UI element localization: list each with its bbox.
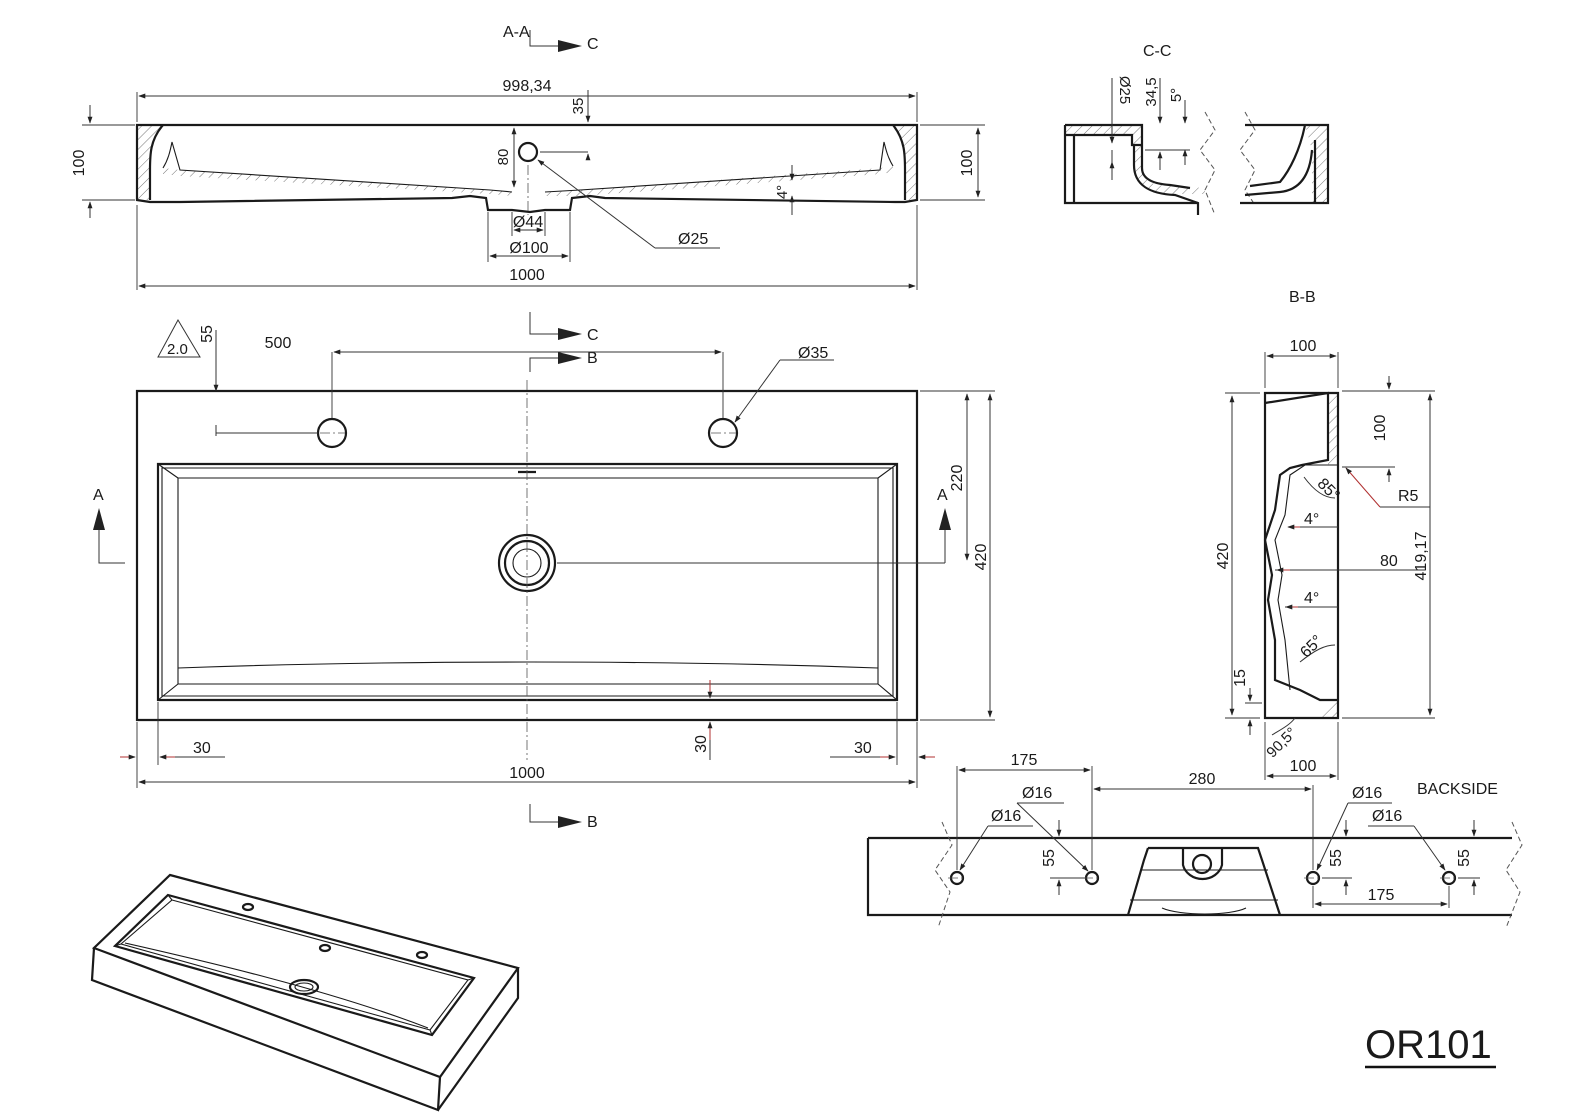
isometric-view — [90, 873, 520, 1112]
dim-bb-angle-lower: 65° — [1297, 632, 1326, 661]
section-arrow-icon — [558, 328, 582, 340]
dim-overall-width-aa: 1000 — [509, 267, 545, 284]
dim-overall-width-plan: 1000 — [509, 765, 545, 782]
section-cc-view: C-C Ø25 34,5 5° — [1063, 43, 1330, 216]
dim-h2: 55 — [1328, 849, 1345, 867]
dim-hole-4-dia: Ø16 — [1372, 808, 1402, 825]
dim-hole-height: 80 — [495, 149, 512, 166]
dim-bb-height-outer: 419,17 — [1413, 531, 1430, 580]
dim-slope-aa: 4° — [774, 185, 791, 199]
dim-height-left: 100 — [71, 150, 88, 177]
section-b-top-label: B — [587, 350, 598, 367]
section-arrow-icon — [558, 40, 582, 52]
section-arrow-icon — [939, 508, 951, 530]
dim-edge-to-hole: 55 — [199, 325, 216, 343]
drawing-title: OR101 — [1365, 1023, 1492, 1067]
overflow-hole — [517, 141, 539, 163]
dim-bb-radius: R5 — [1398, 488, 1419, 505]
dim-bb-slope-upper: 4° — [1304, 511, 1319, 528]
backside-view: BACKSIDE 175 280 175 Ø16 Ø16 Ø16 Ø16 — [866, 752, 1523, 929]
dim-bb-upper-height: 100 — [1372, 415, 1389, 442]
section-aa-arrow-label: C — [587, 36, 599, 53]
dim-margin-front: 30 — [693, 735, 710, 753]
dim-cc-dia: Ø25 — [1116, 76, 1133, 104]
section-b-bottom-label: B — [587, 814, 598, 831]
dim-hole-1-dia: Ø16 — [1022, 785, 1052, 802]
dim-bb-height-total: 420 — [1215, 543, 1232, 570]
dim-center-pitch: 280 — [1189, 771, 1216, 788]
basin-outline — [135, 389, 919, 722]
section-aa-view: A-A C 998,34 1000 100 100 35 — [71, 24, 985, 290]
dim-drain-outer: Ø100 — [509, 240, 548, 257]
section-c-top-label: C — [587, 327, 599, 344]
dim-bb-drain-offset: 80 — [1380, 553, 1398, 570]
dim-hole-dia: Ø25 — [678, 231, 708, 248]
section-bb-label: B-B — [1289, 289, 1316, 306]
dim-bb-top-width: 100 — [1290, 338, 1317, 355]
dim-hole-3-dia: Ø16 — [1352, 785, 1382, 802]
section-a-right-label: A — [937, 487, 948, 504]
dim-drain-inner: Ø44 — [513, 214, 543, 231]
dim-left-pitch: 175 — [1011, 752, 1038, 769]
thickness-symbol: 2.0 — [167, 341, 188, 358]
section-arrow-icon — [558, 352, 582, 364]
dim-right-pitch: 175 — [1368, 887, 1395, 904]
dim-hole-spacing: 500 — [265, 335, 292, 352]
thickness-triangle — [157, 318, 201, 358]
section-arrow-icon — [93, 508, 105, 530]
dim-hole-offset: 35 — [570, 98, 587, 115]
dim-margin-left: 30 — [193, 740, 211, 757]
section-arrow-icon — [558, 816, 582, 828]
dim-bb-slope-lower: 4° — [1304, 590, 1319, 607]
section-cc-label: C-C — [1143, 43, 1171, 60]
dim-cc-angle: 5° — [1168, 88, 1185, 102]
dim-bb-bottom-width: 100 — [1290, 758, 1317, 775]
dim-hole-2-dia: Ø16 — [991, 808, 1021, 825]
section-aa-label: A-A — [503, 24, 530, 41]
dim-height-right: 100 — [959, 150, 976, 177]
tap-hole-right — [707, 417, 739, 449]
dim-depth-total: 420 — [973, 544, 990, 571]
plan-view: C B 2.0 55 500 Ø35 220 420 — [93, 312, 995, 831]
dim-h1: 55 — [1041, 849, 1058, 867]
dim-bb-rim: 15 — [1232, 669, 1249, 687]
dim-bb-angle-bottom: 90,5° — [1263, 724, 1300, 761]
backside-label: BACKSIDE — [1417, 781, 1498, 798]
dim-cc-depth: 34,5 — [1143, 77, 1160, 106]
dim-h3: 55 — [1456, 849, 1473, 867]
dim-top-width: 998,34 — [503, 78, 552, 95]
dim-tap-hole: Ø35 — [798, 345, 828, 362]
section-bb-view: B-B 100 100 R5 85° 4° 80 4° 65° 420 — [1215, 289, 1435, 780]
section-a-left-label: A — [93, 487, 104, 504]
dim-depth-front: 220 — [949, 465, 966, 492]
dim-margin-right: 30 — [854, 740, 872, 757]
